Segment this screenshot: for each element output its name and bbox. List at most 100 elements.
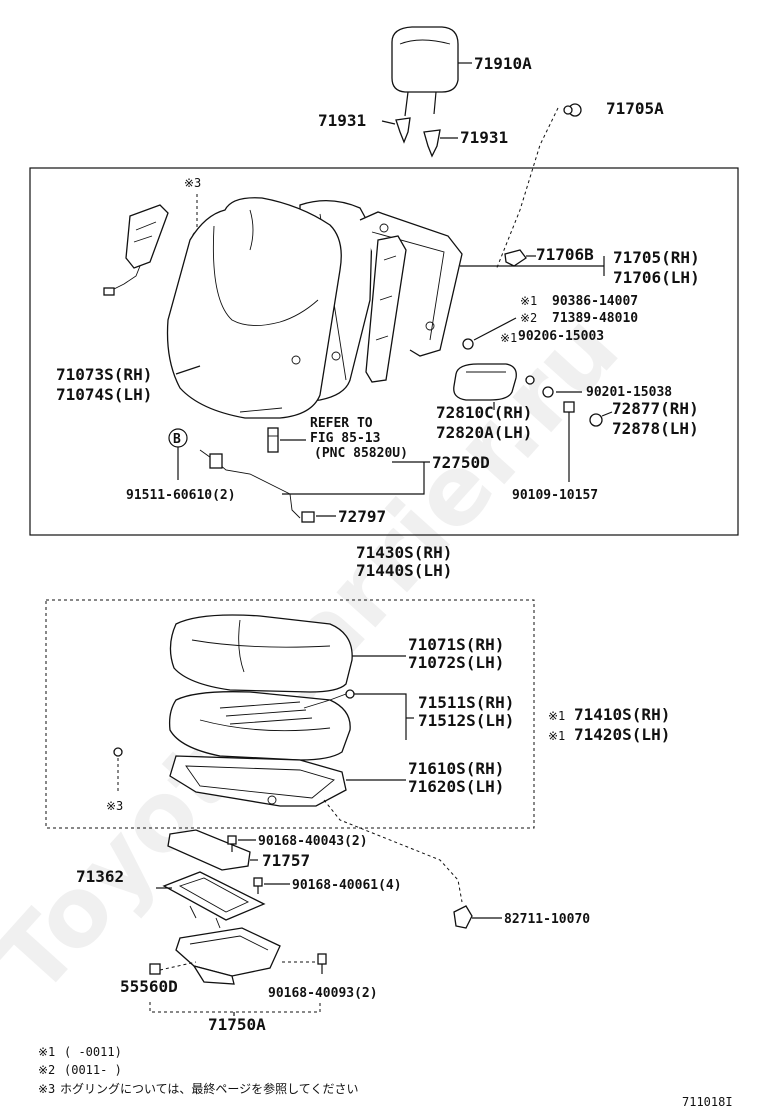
label-circle-b: B [173, 432, 181, 447]
cushion-group-box [45, 599, 535, 829]
recliner-knob-illustration [453, 363, 517, 401]
washer-illustration [542, 386, 554, 398]
label-bolt-c: 90206-15003 [518, 329, 604, 344]
washer-small-illustration [525, 375, 535, 385]
recliner-cover-illustration [589, 413, 603, 427]
label-knob-lh: 72820A(LH) [436, 423, 532, 442]
leader-clip-top [495, 107, 559, 271]
leader-clip-55560d-dashed [159, 961, 197, 971]
label-bolt-a: 90386-14007 [552, 294, 638, 309]
marker-note1-a: ※1 [520, 294, 537, 308]
label-screw: 91511-60610(2) [126, 488, 236, 503]
pad-wire-illustration [303, 693, 347, 709]
marker-assy-rh: ※1 [548, 709, 565, 723]
label-tray-assy: 71750A [208, 1015, 266, 1034]
screw-b-illustration [253, 877, 263, 894]
hook-illustration [504, 249, 527, 267]
clip-top-illustration [563, 103, 582, 117]
seatback-cover-illustration [166, 197, 373, 419]
label-cushion-assy-rh: 71410S(RH) [574, 705, 670, 724]
note3-marker: ※3 [38, 1082, 55, 1096]
label-cover-lh: 72878(LH) [612, 419, 699, 438]
note1-marker: ※1 [38, 1045, 55, 1059]
label-pad-rh: 71511S(RH) [418, 693, 514, 712]
label-tray-part: 55560D [120, 977, 178, 996]
tray-illustration [175, 927, 281, 985]
label-nut: 82711-10070 [504, 912, 590, 927]
marker-note3-back: ※3 [184, 176, 201, 190]
label-screw-c: 90168-40093(2) [268, 986, 378, 1001]
leader-back-cover [175, 365, 201, 375]
label-knob-rh: 72810C(RH) [436, 403, 532, 422]
label-screw-b: 90168-40061(4) [292, 878, 402, 893]
cable-illustration [199, 449, 315, 523]
label-cushion-frame-rh: 71610S(RH) [408, 759, 504, 778]
label-guide-right: 71931 [460, 128, 508, 147]
refer-line1: REFER TO [310, 416, 373, 431]
bracket-tray-assy [149, 1002, 321, 1013]
figure-id: 711018I [682, 1095, 733, 1109]
pad-connector-illustration [345, 689, 355, 699]
label-hook: 71706B [536, 245, 594, 264]
headrest-illustration [391, 26, 459, 117]
label-cable: 72750D [432, 453, 490, 472]
label-bolt-b: 71389-48010 [552, 311, 638, 326]
note3-text: ホグリングについては、最終ページを参照してください [60, 1081, 358, 1096]
label-bracket: 71362 [76, 867, 124, 886]
label-screw-a: 90168-40043(2) [258, 834, 368, 849]
marker-note1-c: ※1 [500, 331, 517, 345]
leader-cable [282, 462, 425, 495]
label-pad-lh: 71512S(LH) [418, 711, 514, 730]
cushion-cover-illustration [169, 614, 353, 693]
label-frame-lh: 71706(LH) [613, 268, 700, 287]
cushion-hog-ring-illustration [113, 747, 123, 757]
label-bolt-d: 90109-10157 [512, 488, 598, 503]
label-frame-rh: 71705(RH) [613, 248, 700, 267]
seatback-group-box [29, 167, 739, 536]
leader-recliner-cover [601, 411, 613, 417]
seatback-frame-illustration [359, 211, 463, 383]
headrest-guide-right-illustration [423, 129, 441, 158]
label-headrest: 71910A [474, 54, 532, 73]
headrest-guide-left-illustration [395, 117, 411, 144]
label-cushion-cover-lh: 71072S(LH) [408, 653, 504, 672]
note1-text: ( -0011) [64, 1045, 122, 1059]
marker-assy-lh: ※1 [548, 729, 565, 743]
leader-bolt-ab [473, 317, 517, 341]
screw-c-illustration [317, 953, 327, 974]
bolt-d-illustration [563, 401, 575, 482]
note2-marker: ※2 [38, 1063, 55, 1077]
label-back-assy-rh: 71430S(RH) [356, 543, 452, 562]
label-cover-71757: 71757 [262, 851, 310, 870]
label-cover-rh: 72877(RH) [612, 399, 699, 418]
cushion-pad-illustration [168, 691, 351, 761]
refer-line3: (PNC 85820U) [314, 446, 408, 461]
cushion-frame-illustration [169, 755, 347, 807]
cover-71757-illustration [167, 829, 251, 871]
side-harness-illustration [103, 204, 169, 296]
leader-guide-left [381, 120, 396, 125]
marker-cushion-note3: ※3 [106, 799, 123, 813]
leader-pad [354, 693, 407, 740]
label-cushion-frame-lh: 71620S(LH) [408, 777, 504, 796]
connector-illustration [267, 427, 279, 453]
screw-a-illustration [227, 835, 237, 852]
label-washer: 90201-15038 [586, 385, 672, 400]
label-back-lh: 71074S(LH) [56, 385, 152, 404]
bolt-ab-illustration [462, 338, 474, 350]
clip-55560d-illustration [149, 963, 161, 975]
label-rod: 72797 [338, 507, 386, 526]
bracket-illustration [162, 871, 266, 929]
label-clip-top: 71705A [606, 99, 664, 118]
label-cushion-cover-rh: 71071S(RH) [408, 635, 504, 654]
label-back-assy-lh: 71440S(LH) [356, 561, 452, 580]
nut-illustration [453, 905, 473, 929]
note2-text: (0011- ) [64, 1063, 122, 1077]
leader-nut-dashed [323, 799, 463, 903]
refer-line2: FIG 85-13 [310, 431, 380, 446]
marker-note2-b: ※2 [520, 311, 537, 325]
label-guide-left: 71931 [318, 111, 366, 130]
label-back-rh: 71073S(RH) [56, 365, 152, 384]
